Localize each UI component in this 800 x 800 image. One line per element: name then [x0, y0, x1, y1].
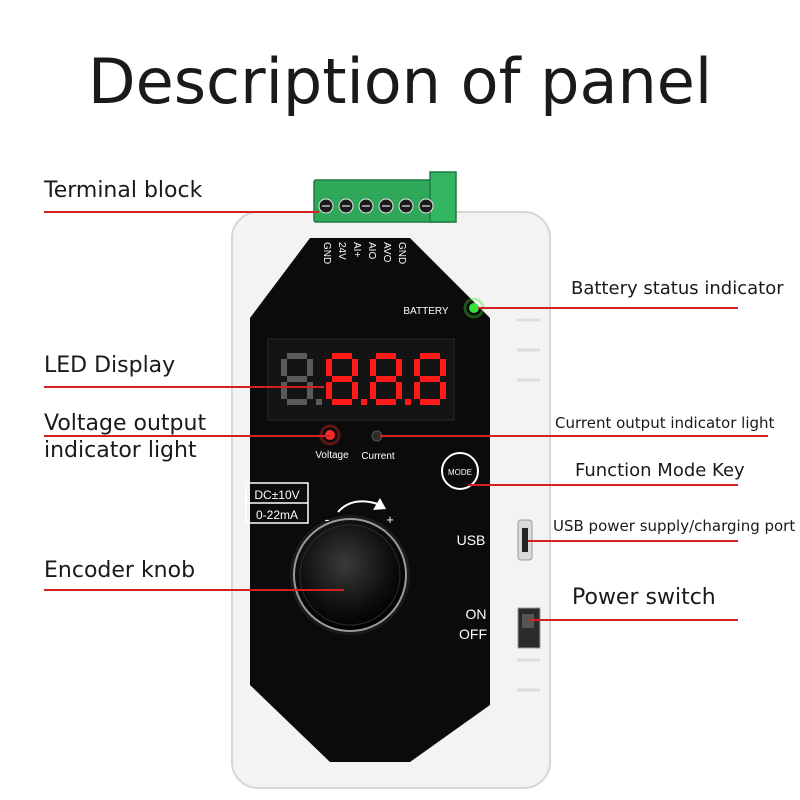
voltage-label: Voltage — [315, 450, 349, 461]
led-digit — [370, 353, 411, 405]
mode-button-label[interactable]: MODE — [448, 468, 472, 477]
usb-port-line — [528, 540, 738, 542]
mode-button — [441, 452, 479, 490]
voltage-indicator-light — [325, 430, 335, 440]
terminal-label: AVO — [381, 242, 392, 263]
mode-key-label: Function Mode Key — [575, 460, 745, 481]
mode-key-line — [468, 484, 738, 486]
led-digit — [414, 353, 446, 405]
plus-sign: + — [386, 512, 394, 527]
battery-label: BATTERY — [403, 306, 449, 317]
terminal-block-line — [44, 211, 319, 213]
led-display-value: 8.8.8. — [0, 0, 4, 1]
power-switch-line — [530, 619, 738, 621]
current-indicator-label: Current output indicator light — [555, 414, 775, 432]
terminal-label: AIO — [366, 242, 377, 259]
usb-port-label: USB power supply/charging port — [553, 517, 796, 535]
page-title: Description of panel — [87, 45, 713, 118]
led-display-line — [44, 386, 324, 388]
encoder-knob-line — [44, 589, 344, 591]
terminal-label: GND — [396, 242, 407, 264]
current-indicator-line — [380, 435, 768, 437]
led-digit-dim — [281, 353, 322, 405]
voltage-indicator-line — [44, 435, 330, 437]
terminal-block — [313, 171, 457, 223]
off-label: OFF — [459, 626, 487, 642]
on-label: ON — [466, 606, 487, 622]
terminal-block-label: Terminal block — [44, 178, 203, 203]
terminal-label: 24V — [336, 242, 347, 260]
current-label: Current — [361, 451, 395, 462]
power-switch-label: Power switch — [572, 585, 716, 610]
terminal-label: AI+ — [351, 242, 362, 257]
range-voltage: DC±10V — [254, 488, 299, 502]
encoder-knob-label: Encoder knob — [44, 558, 196, 583]
led-display-label: LED Display — [44, 353, 176, 378]
usb-label: USB — [457, 532, 486, 548]
battery-status-line — [478, 307, 738, 309]
battery-status-label: Battery status indicator — [571, 278, 784, 299]
led-digit — [326, 353, 367, 405]
terminal-label: GND — [321, 242, 332, 264]
range-current: 0-22mA — [256, 508, 298, 522]
battery-led — [469, 303, 479, 313]
voltage-indicator-label-line1: Voltage output — [44, 411, 207, 436]
voltage-indicator-label-line2: indicator light — [44, 438, 197, 463]
minus-sign: - — [325, 511, 330, 527]
